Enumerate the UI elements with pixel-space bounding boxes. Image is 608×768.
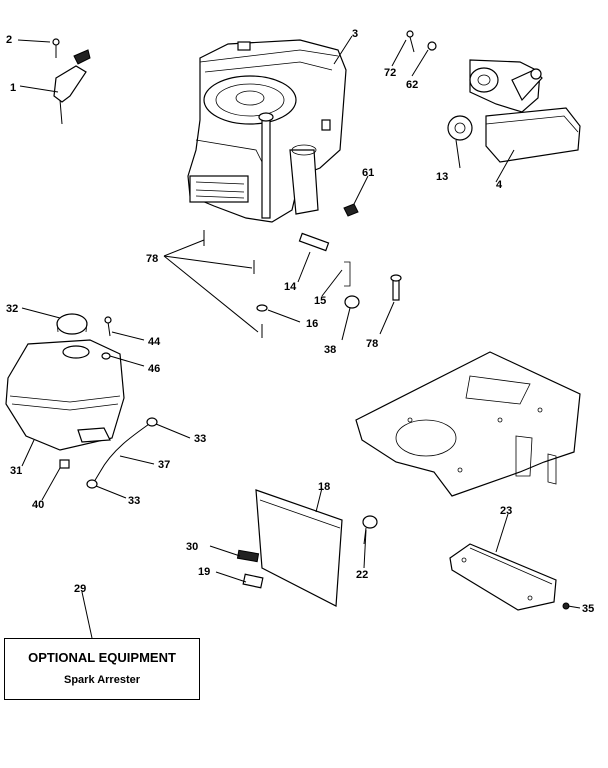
label-part-37: 37 <box>158 459 170 471</box>
label-part-78a: 78 <box>146 253 158 265</box>
label-part-78b: 78 <box>366 338 378 350</box>
label-part-32: 32 <box>6 303 18 315</box>
engine-mount-plate-drawing <box>355 351 581 497</box>
optional-equipment-box: OPTIONAL EQUIPMENT Spark Arrester <box>4 638 200 700</box>
label-part-33b: 33 <box>128 495 140 507</box>
hardware-drawing <box>203 203 402 338</box>
label-part-38: 38 <box>324 344 336 356</box>
bracket-drawing <box>449 543 570 611</box>
label-part-19: 19 <box>198 566 210 578</box>
label-part-1: 1 <box>10 82 16 94</box>
label-part-13: 13 <box>436 171 448 183</box>
label-part-15: 15 <box>314 295 326 307</box>
label-part-40: 40 <box>32 499 44 511</box>
label-part-23: 23 <box>500 505 512 517</box>
label-part-33a: 33 <box>194 433 206 445</box>
label-part-30: 30 <box>186 541 198 553</box>
label-part-31: 31 <box>10 465 22 477</box>
throttle-control-drawing <box>52 38 91 125</box>
label-part-18: 18 <box>318 481 330 493</box>
spark-arrester-label: Spark Arrester <box>63 674 141 686</box>
optional-equipment-title: OPTIONAL EQUIPMENT <box>28 650 176 665</box>
label-part-14: 14 <box>284 281 297 293</box>
label-part-29: 29 <box>74 583 86 595</box>
label-part-46: 46 <box>148 363 160 375</box>
label-part-62: 62 <box>406 79 418 91</box>
heat-shield-drawing <box>236 489 378 607</box>
label-part-2: 2 <box>6 34 12 46</box>
label-part-3: 3 <box>352 28 358 40</box>
label-part-16: 16 <box>306 318 318 330</box>
engine-drawing <box>187 39 347 223</box>
label-part-4: 4 <box>496 179 503 191</box>
fuel-tank-drawing <box>5 313 158 489</box>
label-part-61: 61 <box>362 167 374 179</box>
label-part-72: 72 <box>384 67 396 79</box>
leader-lines <box>17 35 581 639</box>
label-part-22: 22 <box>356 569 368 581</box>
label-part-35: 35 <box>582 603 594 615</box>
muffler-drawing <box>406 30 581 163</box>
part-number-labels: 2 1 3 72 62 13 4 61 78 14 15 16 38 78 32… <box>6 28 594 615</box>
label-part-44: 44 <box>148 336 161 348</box>
